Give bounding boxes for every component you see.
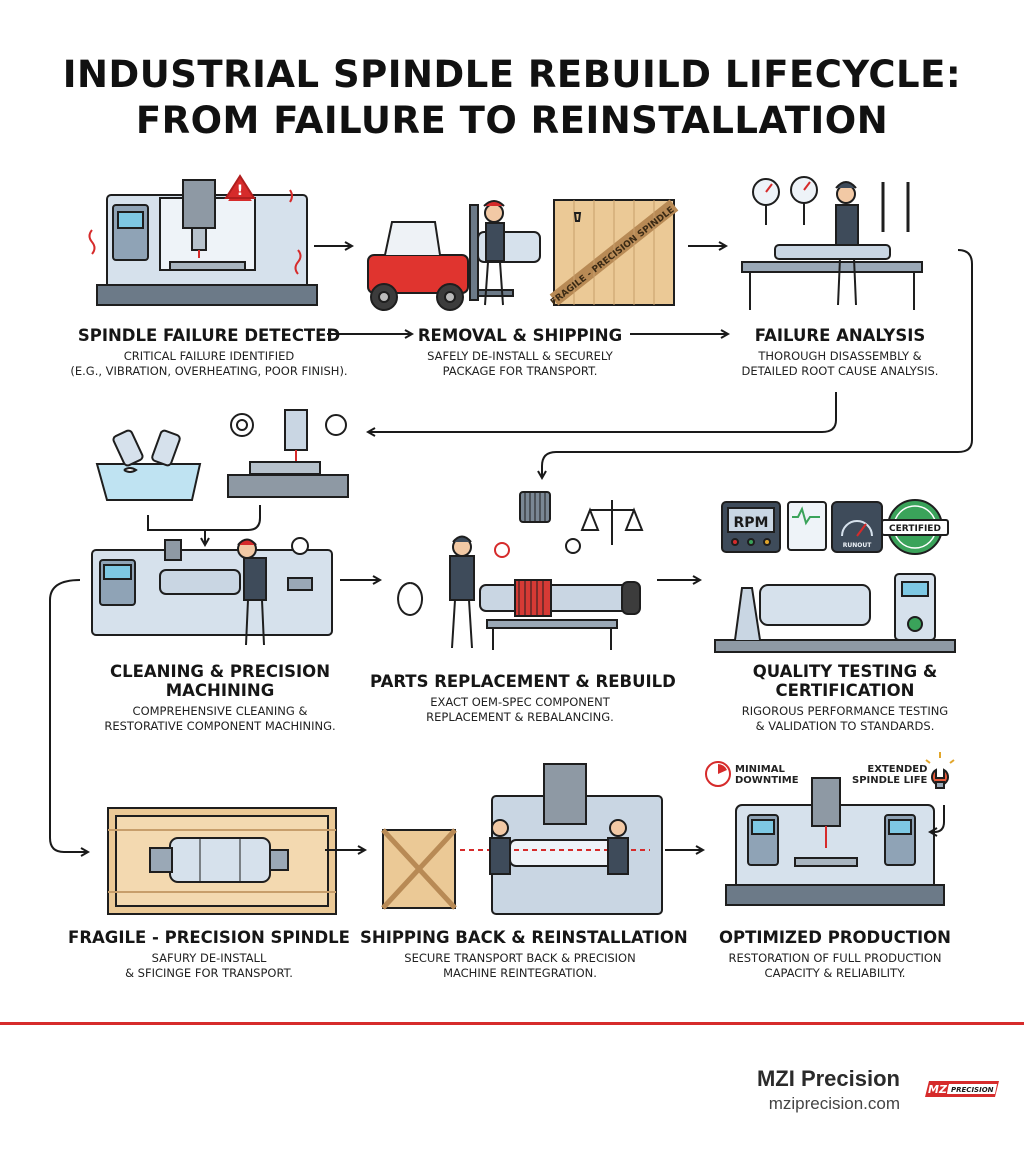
step-spindle-failure-detected: SPINDLE FAILURE DETECTED CRITICAL FAILUR… bbox=[64, 326, 354, 378]
brand-url[interactable]: mziprecision.com bbox=[768, 1094, 900, 1113]
step-shipping-back-reinstallation: SHIPPING BACK & REINSTALLATION SECURE TR… bbox=[360, 928, 688, 980]
step-title: REMOVAL & SHIPPING bbox=[417, 326, 623, 345]
rpm-display: RPM bbox=[734, 515, 769, 531]
svg-text:PRECISION: PRECISION bbox=[951, 1086, 994, 1094]
quality-testing-illustration: RPM RUNOUT CERTIFIED bbox=[714, 499, 956, 653]
step-removal-shipping: REMOVAL & SHIPPING SAFELY DE-INSTALL & S… bbox=[385, 326, 655, 378]
extended-life-label: EXTENDED SPINDLE LIFE bbox=[852, 764, 928, 786]
step-optimized-production: OPTIMIZED PRODUCTION RESTORATION OF FULL… bbox=[690, 928, 980, 980]
optimized-production-illustration bbox=[705, 752, 955, 906]
step-parts-replacement: PARTS REPLACEMENT & REBUILD EXACT OEM-SP… bbox=[370, 672, 676, 724]
step-title: CLEANING & PRECISION bbox=[109, 662, 331, 681]
step-failure-analysis: FAILURE ANALYSIS THOROUGH DISASSEMBLY &D… bbox=[700, 326, 980, 378]
step-title-2: CERTIFICATION bbox=[775, 681, 915, 700]
footer-divider bbox=[0, 1022, 1024, 1025]
brand-block: MZI Precision mziprecision.com bbox=[757, 1066, 900, 1114]
title-line-1: INDUSTRIAL SPINDLE REBUILD LIFECYCLE: bbox=[62, 53, 962, 96]
step-title: FAILURE ANALYSIS bbox=[754, 326, 926, 345]
page-title: INDUSTRIAL SPINDLE REBUILD LIFECYCLE: FR… bbox=[0, 52, 1024, 144]
parts-rebuild-illustration bbox=[397, 491, 644, 650]
step-quality-testing: QUALITY TESTING & CERTIFICATION RIGOROUS… bbox=[700, 662, 990, 733]
step-title: PARTS REPLACEMENT & REBUILD bbox=[370, 672, 676, 691]
minimal-downtime-label: MINIMAL DOWNTIME bbox=[735, 764, 799, 786]
cleaning-machining-illustration bbox=[91, 409, 349, 646]
step-cleaning-machining: CLEANING & PRECISION MACHINING COMPREHEN… bbox=[70, 662, 370, 733]
runout-display: RUNOUT bbox=[843, 542, 872, 549]
step-title-2: MACHINING bbox=[165, 681, 275, 700]
step-title: OPTIMIZED PRODUCTION bbox=[718, 928, 951, 947]
step-title: FRAGILE - PRECISION SPINDLE bbox=[68, 928, 350, 947]
title-line-2: FROM FAILURE TO REINSTALLATION bbox=[135, 99, 889, 142]
step-fragile-precision-spindle: FRAGILE - PRECISION SPINDLE SAFURY DE-IN… bbox=[64, 928, 354, 980]
forklift-illustration bbox=[367, 200, 541, 311]
crated-spindle-illustration bbox=[107, 807, 337, 915]
svg-text:!: ! bbox=[237, 183, 243, 199]
step-title: QUALITY TESTING & bbox=[752, 662, 938, 681]
flow-arrows bbox=[49, 246, 973, 852]
svg-text:MZI: MZI bbox=[928, 1083, 951, 1096]
cnc-failure-illustration: ! bbox=[88, 174, 318, 306]
certified-badge: CERTIFIED bbox=[889, 524, 941, 534]
step-title: SHIPPING BACK & REINSTALLATION bbox=[360, 928, 688, 947]
brand-logo: MZI PRECISION bbox=[925, 1081, 999, 1097]
fragile-crate-illustration: FRAGILE - PRECISION SPINDLE bbox=[549, 199, 679, 308]
step-title: SPINDLE FAILURE DETECTED bbox=[77, 326, 341, 345]
brand-name: MZI Precision bbox=[756, 1066, 900, 1091]
failure-analysis-illustration bbox=[741, 176, 923, 310]
reinstallation-illustration bbox=[381, 763, 663, 915]
